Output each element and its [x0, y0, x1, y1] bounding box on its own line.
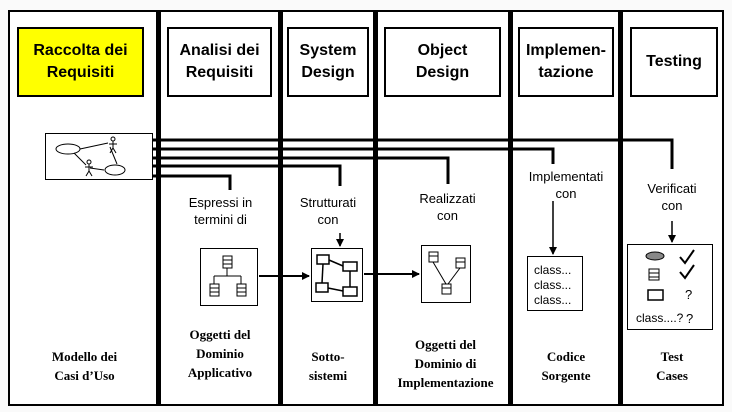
phase-title-testing: Testing	[630, 27, 718, 97]
lane-divider	[508, 10, 513, 406]
footer-test-cases: Test Cases	[656, 349, 688, 383]
question-mark-icon: ?	[685, 287, 693, 302]
code-line: class...	[534, 293, 572, 307]
phase-connectors	[153, 138, 674, 190]
flow-arrows	[259, 270, 420, 280]
phase-title-implementation: Implemen- tazione	[518, 27, 614, 97]
phase-title-system-design: System Design	[287, 27, 369, 97]
code-line: class...	[534, 278, 572, 292]
label-structured-with: Strutturati con	[299, 195, 357, 227]
subsystem-glyphs	[315, 254, 358, 297]
footer-source-code: Codice Sorgente	[541, 349, 591, 383]
object-design-glyphs	[428, 251, 466, 295]
question-mark-icon: ?	[686, 311, 693, 326]
test-class-text: class....?	[636, 311, 684, 325]
lane-divider	[373, 10, 378, 406]
label-expressed-in-terms-of: Espressi in termini di	[188, 195, 253, 227]
label-verified-with: Verificati con	[647, 181, 697, 213]
lane-divider	[156, 10, 161, 406]
phase-title-object-design: Object Design	[384, 27, 501, 97]
checkmark-icon	[679, 249, 695, 280]
label-realized-with: Realizzati con	[419, 191, 476, 223]
test-cases-box	[627, 244, 713, 330]
footer-subsystems: Sotto- sistemi	[308, 349, 348, 383]
phase-title-requirements-analysis: Analisi dei Requisiti	[167, 27, 272, 97]
phase-title-requirements-elicitation: Raccolta dei Requisiti	[17, 27, 144, 97]
source-code-box	[527, 256, 583, 311]
class-diagram-glyphs	[209, 255, 247, 297]
test-case-glyphs	[645, 251, 665, 301]
footer-application-domain-objects: Oggetti del Dominio Applicativo	[187, 327, 253, 380]
down-arrows	[336, 201, 676, 255]
footer-implementation-domain-objects: Oggetti del Dominio di Implementazione	[397, 337, 494, 390]
use-case-glyphs	[55, 136, 126, 177]
lane-divider	[618, 10, 623, 406]
subsystem-diagram-icon	[311, 248, 363, 302]
label-implemented-with: Implementati con	[528, 169, 604, 201]
use-case-diagram-icon	[45, 133, 153, 180]
footer-use-case-model: Modello dei Casi d’Uso	[51, 349, 118, 383]
code-line: class...	[534, 263, 572, 277]
lane-divider	[278, 10, 283, 406]
